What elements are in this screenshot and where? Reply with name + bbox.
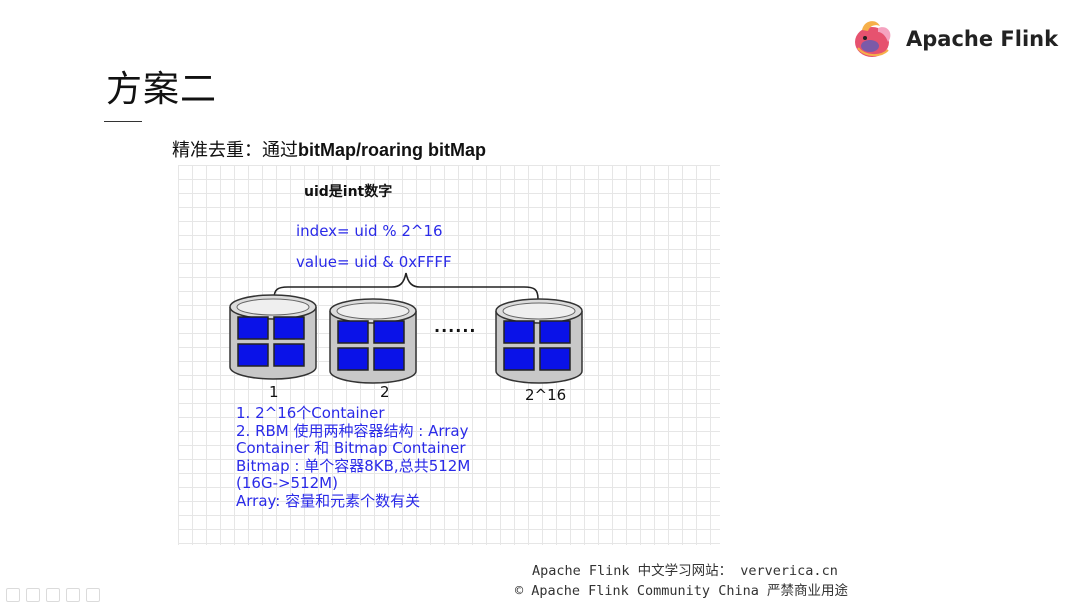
container-cylinder-1 bbox=[229, 294, 317, 380]
note-line: (16G->512M) bbox=[236, 474, 338, 492]
container-label-1: 1 bbox=[269, 383, 279, 401]
note-line: 2. RBM 使用两种容器结构 : Array bbox=[236, 421, 469, 440]
roaring-bitmap-diagram: uid是int数字 index= uid % 2^16 value= uid &… bbox=[178, 165, 720, 545]
footer-line-1: Apache Flink 中文学习网站： ververica.cn bbox=[532, 563, 838, 579]
footer: Apache Flink 中文学习网站： ververica.cn © Apac… bbox=[515, 561, 848, 601]
container-label-3: 2^16 bbox=[525, 386, 567, 404]
container-cylinder-2 bbox=[329, 298, 417, 384]
slide-subtitle: 精准去重：通过bitMap/roaring bitMap bbox=[172, 136, 486, 162]
note-line: Bitmap : 单个容器8KB,总共512M bbox=[236, 456, 471, 475]
slide-title: 方案二 bbox=[106, 69, 218, 110]
slide-toolbar[interactable] bbox=[6, 588, 100, 602]
menu-icon[interactable] bbox=[86, 588, 100, 602]
grouping-brace bbox=[273, 272, 539, 300]
zoom-icon[interactable] bbox=[46, 588, 60, 602]
flink-squirrel-icon bbox=[855, 21, 891, 57]
footer-line-2: © Apache Flink Community China 严禁商业用途 bbox=[515, 583, 848, 599]
note-line: 1. 2^16个Container bbox=[236, 404, 385, 422]
container-cylinder-3 bbox=[495, 298, 583, 384]
pointer-icon[interactable] bbox=[66, 588, 80, 602]
notes-block: 1. 2^16个Container 2. RBM 使用两种容器结构 : Arra… bbox=[236, 404, 471, 510]
index-formula: index= uid % 2^16 bbox=[296, 222, 443, 240]
slides-icon[interactable] bbox=[26, 588, 40, 602]
note-line: Array: 容量和元素个数有关 bbox=[236, 491, 421, 510]
title-underline bbox=[104, 121, 142, 122]
brand-logo: Apache Flink bbox=[850, 16, 1058, 62]
value-formula: value= uid & 0xFFFF bbox=[296, 253, 452, 271]
diagram-heading: uid是int数字 bbox=[304, 184, 393, 200]
subtitle-zh: 精准去重：通过 bbox=[172, 140, 298, 161]
subtitle-en: bitMap/roaring bitMap bbox=[298, 140, 486, 160]
container-label-2: 2 bbox=[380, 383, 390, 401]
ellipsis: ...... bbox=[434, 317, 477, 336]
note-line: Container 和 Bitmap Container bbox=[236, 439, 466, 457]
pen-icon[interactable] bbox=[6, 588, 20, 602]
brand-name: Apache Flink bbox=[906, 27, 1059, 51]
diagram-shapes bbox=[229, 272, 583, 384]
